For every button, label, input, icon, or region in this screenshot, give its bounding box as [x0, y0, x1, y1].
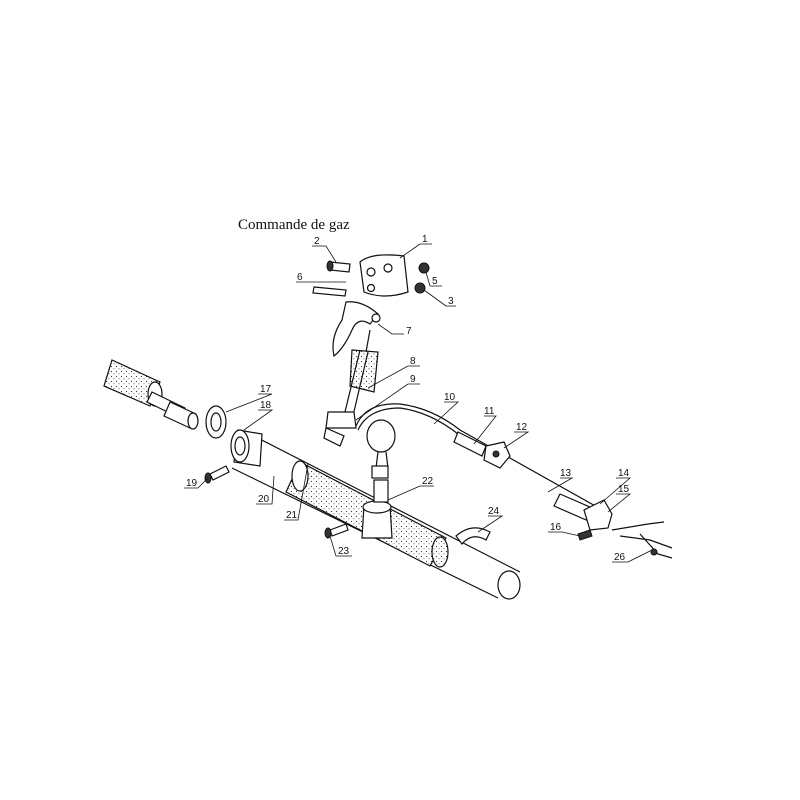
ring-18 [230, 429, 263, 467]
callout-21: 21 [286, 510, 298, 521]
callout-16: 16 [550, 522, 562, 533]
nut-3 [414, 282, 426, 294]
callout-18: 18 [260, 400, 272, 411]
callout-8: 8 [410, 356, 416, 367]
callout-14: 14 [618, 468, 630, 479]
screw-16 [577, 529, 593, 541]
cable-end-26 [611, 521, 673, 559]
callout-7: 7 [406, 326, 412, 337]
callout-17: 17 [260, 384, 272, 395]
cable-holder-14 [583, 499, 613, 531]
diagram-title: Commande de gaz [238, 217, 350, 233]
throttle-trigger [332, 301, 381, 358]
coupling-shaft [146, 391, 199, 430]
half-shell-24 [455, 527, 491, 545]
callout-26: 26 [614, 552, 626, 563]
throttle-housing [359, 254, 409, 297]
callout-24: 24 [488, 506, 500, 517]
callout-22: 22 [422, 476, 434, 487]
callout-9: 9 [410, 374, 416, 385]
callout-10: 10 [444, 392, 456, 403]
callout-23: 23 [338, 546, 350, 557]
callouts: 1 2 3 5 6 7 8 9 10 11 12 13 14 15 16 17 [184, 234, 653, 563]
screw-19 [204, 465, 230, 484]
screw-2 [326, 260, 351, 273]
callout-5: 5 [432, 276, 438, 287]
callout-1: 1 [422, 234, 428, 245]
callout-3: 3 [448, 296, 454, 307]
callout-13: 13 [560, 468, 572, 479]
linkage-rod [323, 349, 369, 447]
screw-23 [324, 523, 349, 539]
harness-clamp [361, 500, 393, 539]
callout-20: 20 [258, 494, 270, 505]
callout-15: 15 [618, 484, 630, 495]
nut-5 [418, 262, 430, 274]
callout-2: 2 [314, 236, 320, 247]
pin-6 [312, 286, 347, 297]
callout-11: 11 [484, 406, 495, 417]
callout-12: 12 [516, 422, 528, 433]
callout-6: 6 [297, 272, 303, 283]
ring-17 [205, 405, 227, 439]
cable-clip-12 [483, 441, 511, 469]
callout-19: 19 [186, 478, 198, 489]
harness-ring [366, 419, 396, 503]
